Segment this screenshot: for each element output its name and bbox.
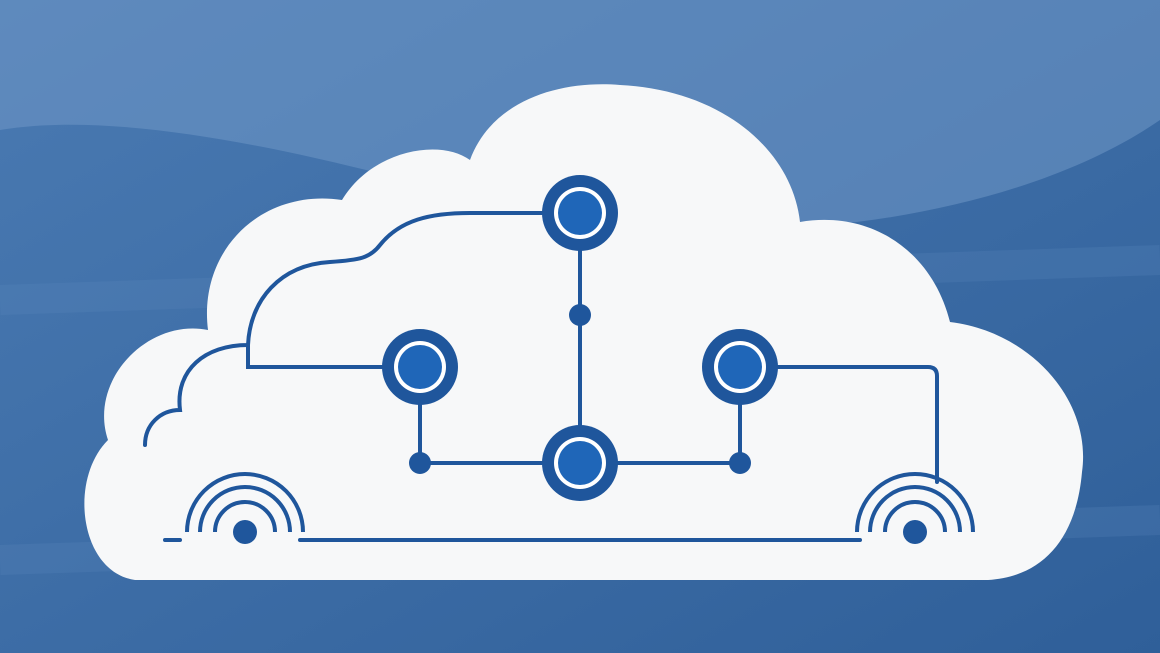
junction-dot bbox=[569, 304, 591, 326]
node-center bbox=[542, 425, 618, 501]
wifi-signal-icon bbox=[855, 472, 975, 544]
node-top bbox=[542, 175, 618, 251]
node-right bbox=[702, 329, 778, 405]
node-left bbox=[382, 329, 458, 405]
junction-dot bbox=[409, 452, 431, 474]
inner-cloud-outline bbox=[143, 211, 547, 447]
left-branch-line bbox=[246, 343, 387, 369]
network-nodes bbox=[382, 175, 778, 501]
right-branch-line bbox=[776, 365, 939, 484]
junction-dot bbox=[729, 452, 751, 474]
wifi-signal-icon bbox=[185, 472, 305, 544]
cloud-shape bbox=[84, 84, 1084, 581]
